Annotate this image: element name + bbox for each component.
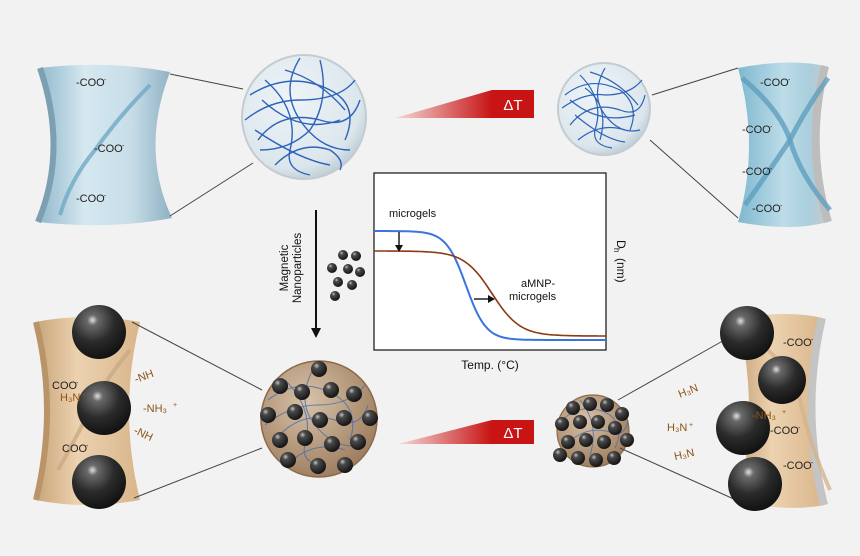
zoom-line (649, 139, 739, 219)
nanoparticle (728, 457, 782, 511)
label-coo: -COO (752, 203, 781, 215)
label-nh3-bottom: -NH (132, 425, 155, 444)
delta-t-label: ΔT (503, 425, 522, 442)
label-nanoparticles: Nanoparticles (292, 233, 304, 304)
y-axis-label-sub: h (612, 248, 621, 252)
nanoparticle (758, 356, 806, 404)
microgel-swollen (241, 54, 367, 180)
nanoparticle-cluster (327, 250, 365, 301)
label-coo: -COO (742, 166, 771, 178)
label-minus: - (104, 193, 107, 200)
series-label-microgels: microgels (389, 208, 437, 220)
series-line-amnp-microgels (374, 250, 606, 337)
zoom-line (619, 447, 737, 501)
svg-text:H₃N: H₃N (677, 382, 700, 401)
nanoparticle (720, 306, 774, 360)
y-axis-label-d: D (614, 240, 628, 249)
label-plus: + (173, 402, 177, 409)
zoom-line (169, 73, 244, 90)
amnp-microgel-swollen (260, 360, 378, 478)
label-nh3: -NH₃ (752, 410, 776, 422)
label-plus: + (782, 409, 786, 416)
label-plus: + (82, 392, 86, 399)
svg-text:H₃N: H₃N (673, 447, 695, 463)
series-label-amnp-line1: aMNP- (521, 278, 556, 290)
label-minus: - (788, 77, 791, 84)
label-minus: - (76, 380, 79, 387)
svg-text:-NH: -NH (132, 425, 155, 444)
label-minus: - (122, 143, 125, 150)
label-minus: - (770, 124, 773, 131)
label-coo: COO (52, 380, 78, 392)
label-plus: + (689, 422, 693, 429)
microgel-collapsed (557, 62, 651, 156)
label-nh3-top: -NH (133, 368, 156, 386)
label-coo: COO (62, 443, 88, 455)
x-axis-label: Temp. (°C) (461, 358, 518, 372)
label-h3n: H₃N (60, 392, 80, 404)
label-h3n-mid: H₃N (667, 422, 687, 434)
delta-t-label: ΔT (503, 97, 522, 114)
zoom-line (651, 67, 739, 96)
gel-slab-top-right: -COO - -COO - -COO - -COO - (738, 62, 832, 227)
gel-slab-top-left: -COO - -COO - -COO - (35, 64, 172, 226)
nanoparticle (72, 305, 126, 359)
label-coo: -COO (770, 425, 799, 437)
label-minus: - (86, 443, 89, 450)
arrow-right-icon (474, 295, 495, 303)
label-coo: -COO (760, 77, 789, 89)
label-minus: - (104, 77, 107, 84)
label-coo: -COO (783, 460, 812, 472)
chart-frame (373, 172, 607, 351)
label-coo: -COO (76, 77, 105, 89)
size-temperature-chart: microgels aMNP- microgels Temp. (°C) D h… (373, 172, 628, 372)
arrow-down-icon (395, 232, 403, 252)
label-minus: - (811, 460, 814, 467)
temperature-wedge-top: ΔT (395, 90, 534, 118)
y-axis-label: D h (nm) (612, 240, 628, 283)
zoom-line (169, 162, 254, 217)
label-h3n-bottom: H₃N (673, 447, 695, 463)
nanoparticle (716, 401, 770, 455)
nanoparticle (72, 455, 126, 509)
temperature-wedge-bottom: ΔT (398, 420, 534, 444)
zoom-line (133, 447, 263, 499)
nanoparticles-in-gel (260, 361, 378, 474)
svg-text:-NH: -NH (133, 368, 156, 386)
label-minus: - (811, 337, 814, 344)
label-coo: -COO (94, 143, 123, 155)
series-line-microgels (374, 230, 606, 341)
gel-slab-bottom-right: -COO - H₃N -NH₃ + H₃N + -COO - H₃N -COO … (667, 306, 832, 511)
gel-slab-bottom-left: COO - H₃N + -NH -NH₃ + -NH COO - (33, 305, 177, 509)
label-coo: -COO (742, 124, 771, 136)
label-magnetic: Magnetic (279, 244, 291, 291)
label-coo: -COO (76, 193, 105, 205)
label-minus: - (780, 203, 783, 210)
zoom-line (617, 337, 729, 401)
amnp-microgel-collapsed (553, 394, 634, 468)
nanoparticle (77, 381, 131, 435)
label-h3n-top: H₃N (677, 382, 700, 401)
series-label-amnp-line2: microgels (509, 291, 557, 303)
label-minus: - (798, 425, 801, 432)
label-nh3-mid: -NH₃ (143, 403, 167, 415)
zoom-line (131, 321, 263, 391)
label-coo: -COO (783, 337, 812, 349)
label-minus: - (770, 166, 773, 173)
y-axis-label-unit: (nm) (614, 258, 628, 283)
nanoparticles-in-gel (553, 397, 634, 467)
magnetic-nanoparticles-arrow: Magnetic Nanoparticles (279, 210, 321, 338)
